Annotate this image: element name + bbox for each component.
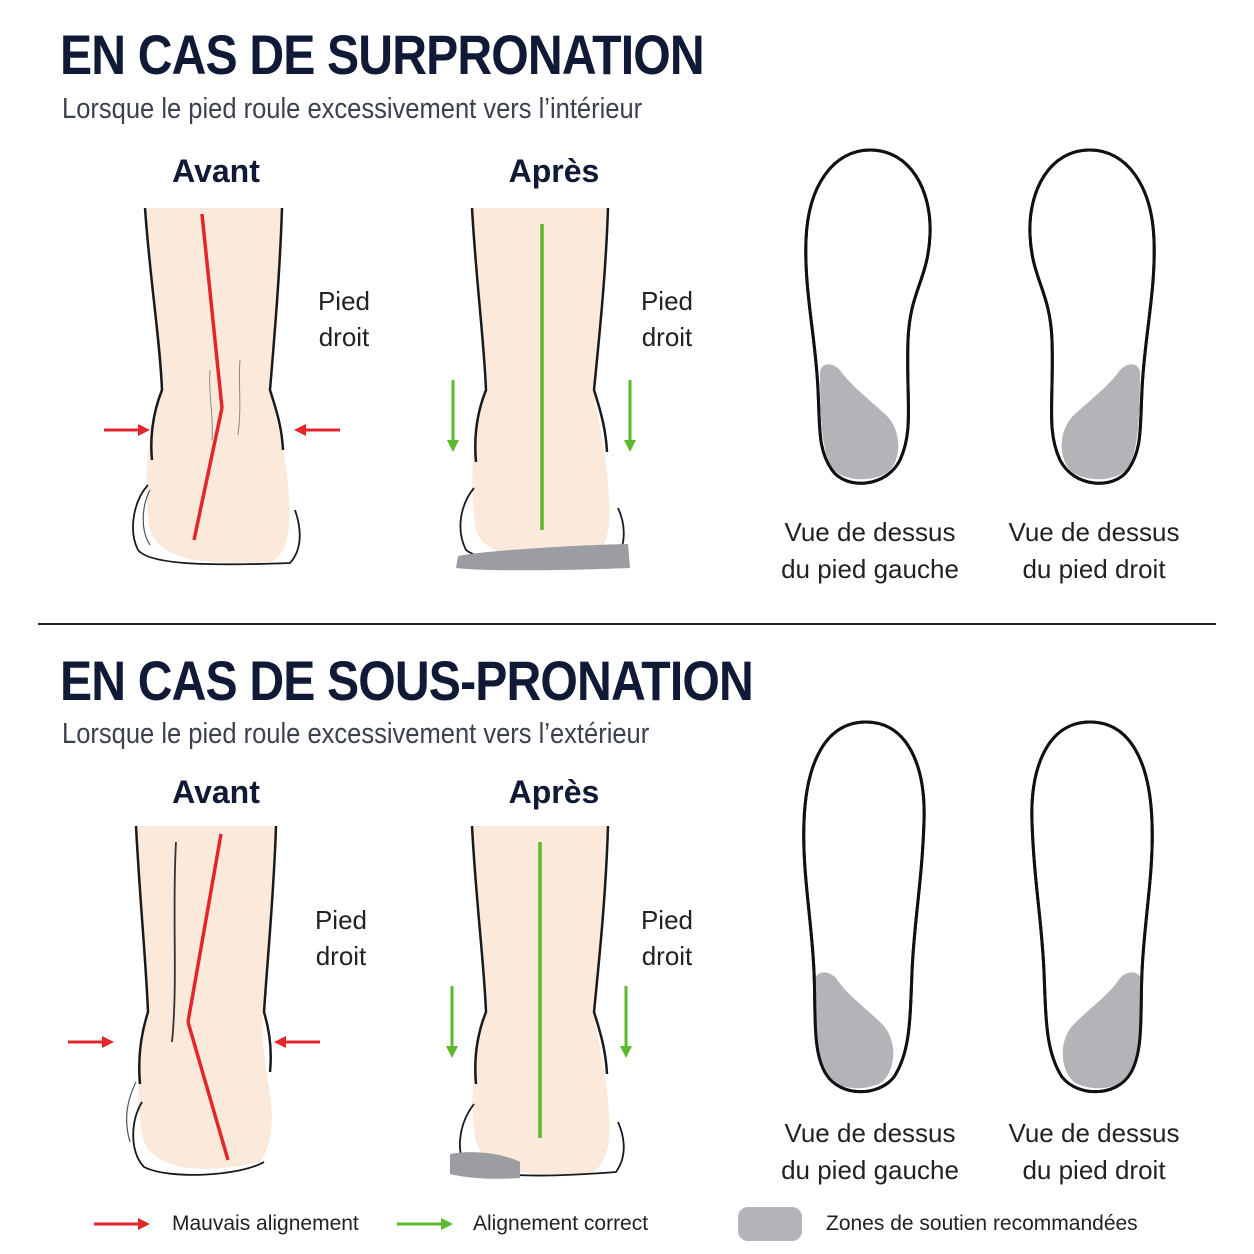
section-title: EN CAS DE SURPRONATION xyxy=(60,23,705,86)
legend-label: Alignement correct xyxy=(473,1212,649,1235)
green-arrow-icon xyxy=(446,986,458,1058)
green-arrow-icon xyxy=(624,380,636,452)
left-foot-view-label: Vue de dessus du pied gauche xyxy=(781,517,959,584)
heel-after-surpronation xyxy=(447,207,636,571)
green-arrow-icon xyxy=(447,380,459,452)
legend-label: Zones de soutien recommandées xyxy=(826,1212,1138,1235)
support-zone xyxy=(1062,972,1142,1089)
red-arrow-icon xyxy=(104,424,150,436)
before-label: Avant xyxy=(172,153,260,189)
foot-side-label-after: Pied droit xyxy=(640,286,694,352)
section-divider xyxy=(38,623,1216,625)
red-arrow-icon xyxy=(68,1036,114,1048)
right-foot-view-label: Vue de dessus du pied droit xyxy=(1008,517,1180,584)
support-zone xyxy=(1061,364,1140,480)
legend-bad-alignment: Mauvais alignement xyxy=(90,1206,359,1242)
support-zone xyxy=(820,364,899,480)
foot-side-label-before: Pied droit xyxy=(317,286,371,352)
insole-left-top-view xyxy=(802,720,926,1094)
red-arrow-icon xyxy=(94,1218,150,1230)
heel-before-surpronation xyxy=(104,207,340,566)
insole-left-top-view xyxy=(804,148,932,485)
insole-right-top-view xyxy=(1028,148,1156,485)
right-foot-view-label: Vue de dessus du pied droit xyxy=(1008,1118,1180,1185)
bad-alignment-line xyxy=(186,833,223,1023)
green-arrow-icon xyxy=(620,986,632,1058)
section-subtitle: Lorsque le pied roule excessivement vers… xyxy=(62,93,643,125)
foot-side-label-before: Pied droit xyxy=(314,905,368,971)
foot-side-label-after: Pied droit xyxy=(640,905,694,971)
heel-before-sous-pronation xyxy=(68,825,320,1176)
heel-after-sous-pronation xyxy=(446,825,632,1179)
after-label: Après xyxy=(508,153,600,189)
support-zone-swatch-icon xyxy=(738,1207,802,1241)
bad-alignment-line xyxy=(200,213,224,409)
bad-alignment-line xyxy=(192,407,224,541)
red-arrow-icon xyxy=(274,1036,320,1048)
after-label: Après xyxy=(508,774,600,810)
before-label: Avant xyxy=(172,774,260,810)
green-arrow-icon xyxy=(397,1218,453,1230)
red-arrow-icon xyxy=(294,424,340,436)
legend-correct-alignment: Alignement correct xyxy=(393,1206,648,1242)
section-subtitle: Lorsque le pied roule excessivement vers… xyxy=(62,718,650,750)
left-foot-view-label: Vue de dessus du pied gauche xyxy=(781,1118,959,1185)
insole-right-top-view xyxy=(1030,720,1154,1094)
bad-alignment-line xyxy=(186,1021,230,1161)
legend-support-zones: Zones de soutien recommandées xyxy=(736,1206,1138,1242)
legend-label: Mauvais alignement xyxy=(172,1212,359,1235)
section-title: EN CAS DE SOUS-PRONATION xyxy=(60,649,754,712)
support-zone xyxy=(814,972,894,1089)
